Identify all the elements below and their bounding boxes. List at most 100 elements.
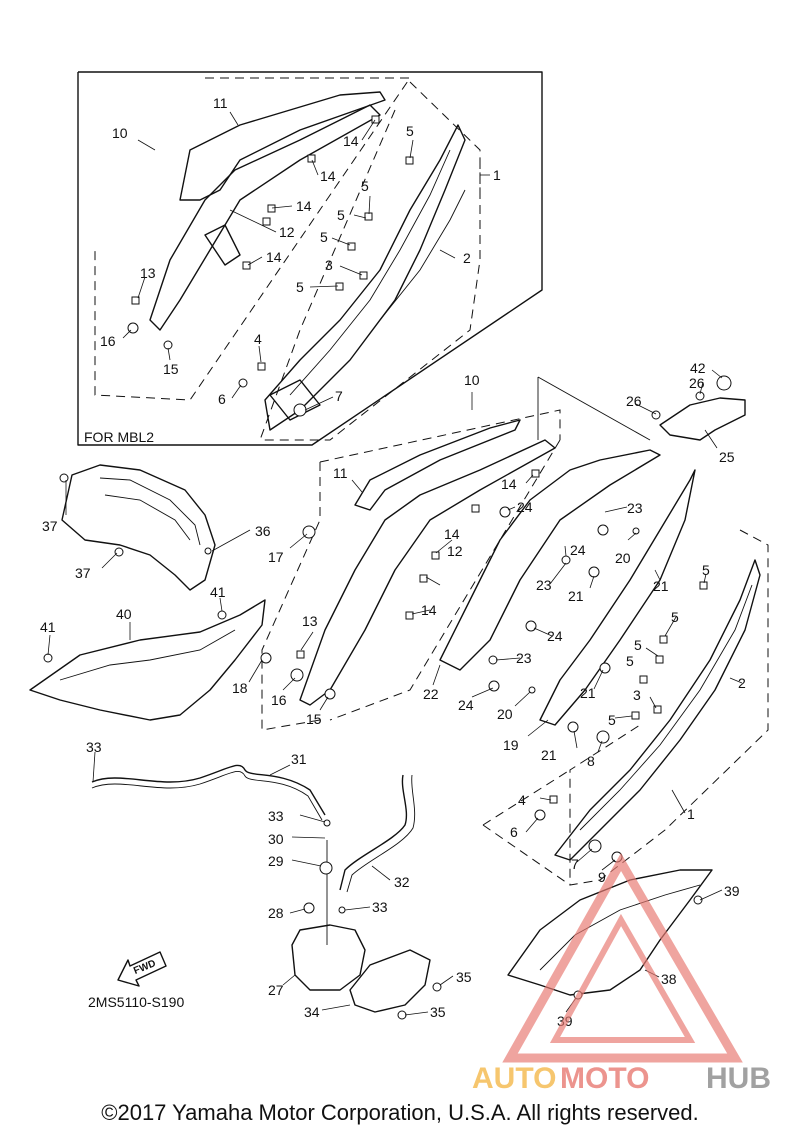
callout: 25 [719, 449, 735, 465]
callout: 6 [510, 824, 518, 840]
callout: 2 [463, 250, 471, 266]
callout: 37 [42, 518, 58, 534]
callout: 13 [302, 613, 318, 629]
callout: 27 [268, 982, 284, 998]
callout: 20 [615, 550, 631, 566]
callout: 1 [493, 167, 501, 183]
callout: 26 [689, 375, 705, 391]
main-parts [29, 375, 761, 1013]
callout: 14 [343, 133, 359, 149]
callout: 23 [536, 577, 552, 593]
callout: 11 [213, 95, 228, 111]
callout: 23 [516, 650, 532, 666]
part-25 [659, 397, 746, 441]
part-11 [354, 419, 521, 511]
part-40 [29, 599, 266, 721]
callout: 7 [571, 856, 579, 872]
callout: 2 [738, 675, 746, 691]
part-2 [554, 559, 761, 861]
callout: 5 [406, 123, 414, 139]
callout: 4 [254, 331, 262, 347]
callout: 33 [86, 739, 102, 755]
main-leaders [47, 369, 743, 1016]
callout: 3 [325, 257, 333, 273]
part-32 [339, 774, 408, 891]
callout: 24 [570, 542, 586, 558]
callout: 23 [627, 500, 643, 516]
callout: 31 [291, 751, 307, 767]
main-assembly-outlines [261, 376, 769, 886]
callout: 37 [75, 565, 91, 581]
callout: 13 [140, 265, 156, 281]
watermark-logo: AUTO MOTO HUB [472, 852, 771, 1095]
callout: 41 [40, 619, 56, 635]
callout: 36 [255, 523, 271, 539]
inset-cover-11 [179, 91, 386, 201]
callout: 1 [687, 806, 695, 822]
watermark-text-2: MOTO [560, 1062, 649, 1095]
inset-frame-10 [149, 104, 381, 331]
callout: 9 [598, 869, 606, 885]
callout: 5 [702, 562, 710, 578]
part-22 [439, 449, 661, 671]
callout: 21 [653, 578, 669, 594]
callout: 5 [320, 229, 328, 245]
callout: 39 [724, 883, 740, 899]
part-34 [349, 949, 431, 1013]
callout: 4 [518, 792, 526, 808]
watermark-text-1: AUTO [472, 1062, 556, 1095]
callout: 5 [337, 207, 345, 223]
variant-frame-label: FOR MBL2 [84, 429, 155, 445]
part-38 [507, 869, 713, 996]
copyright-notice: ©2017 Yamaha Motor Corporation, U.S.A. A… [101, 1100, 699, 1125]
callout: 14 [266, 249, 282, 265]
callout: 5 [671, 609, 679, 625]
inset-cover-2 [264, 124, 466, 431]
callout: 42 [690, 360, 706, 376]
callout: 38 [661, 971, 677, 987]
inset-assembly-outlines [94, 77, 481, 441]
callout: 33 [372, 899, 388, 915]
callout: 14 [421, 602, 437, 618]
watermark-text-3: HUB [706, 1062, 771, 1095]
inset-leaders [122, 111, 490, 411]
callout: 33 [268, 808, 284, 824]
part-36 [61, 464, 216, 591]
callout: 14 [444, 526, 460, 542]
callout: 3 [633, 687, 641, 703]
callout: 7 [335, 388, 343, 404]
inset-variant-frame [77, 71, 543, 446]
callout: 16 [271, 692, 287, 708]
part-10 [299, 439, 556, 706]
callout: 10 [464, 372, 480, 388]
callout: 24 [547, 628, 563, 644]
callout: 15 [306, 711, 322, 727]
callout: 12 [447, 543, 463, 559]
callout: 5 [634, 637, 642, 653]
callout: 11 [333, 465, 348, 481]
callout: 8 [587, 753, 595, 769]
part-27 [291, 924, 366, 991]
callout: 16 [100, 333, 116, 349]
callout: 28 [268, 905, 284, 921]
callout: 5 [626, 653, 634, 669]
callout: 5 [608, 712, 616, 728]
part-31 [91, 764, 326, 816]
part-19 [539, 469, 696, 726]
callout: 15 [163, 361, 179, 377]
fwd-arrow-icon [117, 951, 167, 987]
callout: 19 [503, 737, 519, 753]
callout: 30 [268, 831, 284, 847]
callout: 12 [279, 224, 295, 240]
callout: 26 [626, 393, 642, 409]
fwd-label: FWD [132, 958, 157, 977]
callout: 17 [268, 549, 284, 565]
callout: 5 [361, 178, 369, 194]
callout: 10 [112, 125, 128, 141]
callout: 35 [430, 1004, 446, 1020]
callout: 14 [296, 198, 312, 214]
callout: 29 [268, 853, 284, 869]
callout: 24 [458, 697, 474, 713]
callout: 5 [296, 279, 304, 295]
